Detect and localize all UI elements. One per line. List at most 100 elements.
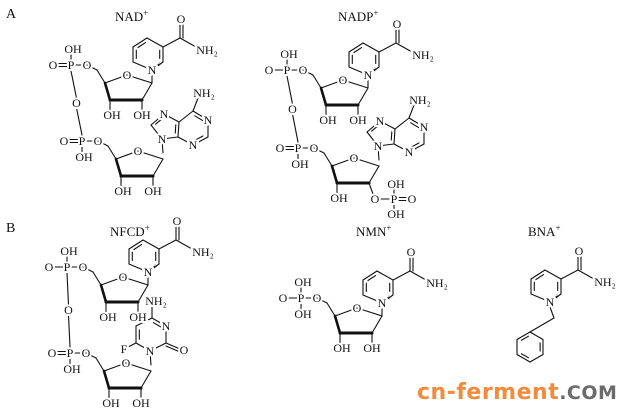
ribose-ring-oxygen: O	[353, 301, 362, 315]
bond	[128, 239, 144, 250]
bond	[107, 145, 117, 160]
bond	[377, 143, 395, 147]
panel-label-b: B	[6, 221, 15, 236]
bond	[132, 37, 148, 48]
bond	[135, 342, 151, 352]
bond	[302, 69, 314, 76]
watermark-tld: .COM	[559, 382, 618, 404]
n9: N	[158, 132, 167, 146]
phosphate-ester-oxygen: O	[371, 192, 380, 206]
bond	[371, 315, 383, 334]
ribose-ring-oxygen: O	[122, 356, 131, 370]
n1: N	[420, 120, 429, 134]
hydroxyl-2: OH	[133, 108, 151, 122]
bond	[316, 297, 328, 304]
bond	[179, 37, 197, 48]
phosphoryl-oxygen: O	[276, 141, 285, 155]
bond	[362, 270, 378, 281]
bond	[408, 104, 415, 119]
bond	[174, 124, 177, 134]
amine-nh2: NH₂	[193, 86, 215, 100]
bond	[326, 302, 336, 317]
bond	[115, 150, 139, 160]
bond	[126, 74, 153, 84]
bond	[362, 294, 383, 304]
bond	[371, 124, 380, 132]
bond	[137, 284, 149, 303]
hydroxyl-3: OH	[103, 108, 121, 122]
phosphate-hydroxyl: OH	[63, 362, 81, 376]
bond	[529, 331, 544, 341]
bridging-oxygen: O	[288, 102, 297, 116]
phosphate-hydroxyl: OH	[75, 150, 93, 164]
phosphoryl-oxygen: O	[45, 260, 54, 274]
bond	[103, 81, 112, 102]
bond	[348, 66, 369, 76]
phosphoryl-oxygen: O	[60, 134, 69, 148]
pyridinium-nitrogen: N	[378, 296, 387, 310]
bond	[99, 283, 108, 304]
bond	[95, 357, 105, 372]
bond	[348, 42, 364, 53]
bond	[362, 42, 380, 53]
bond	[516, 353, 531, 363]
n7: N	[160, 107, 169, 121]
ester-oxygen: O	[310, 141, 319, 155]
bond	[529, 353, 544, 363]
bond	[379, 120, 396, 130]
bond	[149, 342, 167, 352]
title-nad: NAD+	[115, 8, 148, 24]
bond	[394, 117, 410, 130]
phosphoryl-oxygen: O	[48, 346, 57, 360]
bond	[331, 157, 355, 167]
bond	[330, 164, 339, 185]
bond	[66, 272, 70, 306]
bridging-oxygen: O	[72, 96, 81, 110]
hydroxyl-3: OH	[114, 184, 132, 198]
amide-oxygen: O	[575, 244, 584, 258]
bond	[70, 70, 78, 99]
positive-charge: +	[153, 262, 158, 271]
bond	[122, 276, 149, 286]
pyridinium-nitrogen: N	[144, 265, 153, 279]
phosphoryl-oxygen: O	[265, 63, 274, 77]
title-nmn: NMN+	[356, 223, 391, 239]
n3: N	[405, 145, 414, 159]
hydroxyl-3: OH	[102, 396, 120, 410]
bond	[165, 345, 181, 353]
bond	[75, 107, 83, 136]
amide-nh2: NH₂	[196, 43, 218, 57]
hydroxyl-3: OH	[330, 191, 348, 205]
bond	[334, 307, 358, 317]
bond	[560, 269, 579, 280]
n3: N	[189, 138, 198, 152]
bond	[342, 79, 369, 89]
ester-oxygen: O	[94, 134, 103, 148]
ribose-ring-oxygen: O	[350, 151, 359, 165]
ester-oxygen: O	[82, 346, 91, 360]
bond	[320, 79, 344, 89]
amide-nh2: NH₂	[412, 48, 434, 62]
bond	[353, 47, 363, 54]
phosphate-hydroxyl: OH	[294, 275, 312, 289]
panel-label-a: A	[6, 7, 17, 22]
amide-oxygen: O	[407, 245, 416, 259]
bond	[151, 317, 167, 327]
n1: N	[146, 344, 155, 358]
bond	[520, 335, 530, 341]
positive-charge: +	[555, 292, 560, 301]
title-nadp: NADP+	[338, 8, 378, 24]
bond	[67, 314, 71, 348]
phosphorus: P	[298, 291, 305, 305]
bond	[312, 74, 322, 89]
pyridinium-nitrogen: N	[364, 68, 373, 82]
bond	[158, 239, 177, 250]
hydroxyl-3: OH	[99, 310, 117, 324]
hydroxyl-3: OH	[333, 341, 351, 355]
bond	[137, 150, 164, 160]
title-bna: BNA+	[528, 223, 561, 239]
bond	[133, 244, 143, 251]
bond	[393, 143, 410, 153]
